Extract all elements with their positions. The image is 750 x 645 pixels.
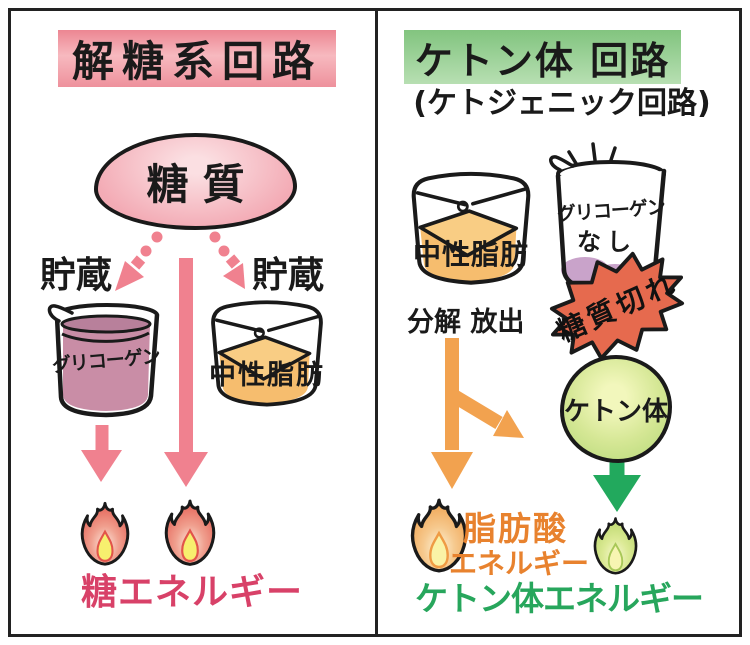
ketone-body-label: ケトン体 (564, 396, 669, 427)
fatty-acid-line2: エネルギー (449, 547, 590, 580)
carbohydrate-label: 糖質 (146, 160, 259, 209)
starburst-icon (549, 251, 685, 361)
glycolysis-title: 解糖系回路 (58, 30, 336, 87)
ketone-subtitle: (ケトジェニック回路) (413, 86, 711, 121)
flame-icon-red-1 (80, 501, 130, 566)
flame-icon-green (593, 517, 638, 575)
ketone-body-circle: ケトン体 (560, 355, 672, 463)
ketone-title: ケトン体 回路 (404, 30, 681, 84)
flame-icon-red-2 (164, 499, 216, 566)
glycolysis-title-text: 解糖系回路 (71, 37, 322, 86)
no-glycogen-line2: なし (577, 228, 637, 256)
fat-tub-icon-right (411, 171, 531, 285)
fat-label-right: 中性脂肪 (412, 238, 529, 271)
flame-icon-orange (410, 498, 468, 573)
store-label-right: 貯蔵 (252, 255, 325, 296)
carb-depleted-starburst: 糖質切れ (530, 231, 704, 382)
fat-label-left: 中性脂肪 (209, 360, 325, 391)
fatty-acid-line1: 脂肪酸 (463, 509, 568, 548)
glycogen-beaker-icon (47, 303, 160, 418)
panel-divider (375, 8, 378, 637)
breakdown-label: 分解 放出 (407, 307, 525, 338)
store-label-left: 貯蔵 (40, 255, 113, 296)
pink-arrows-icon (81, 231, 245, 487)
sugar-energy-label: 糖エネルギー (80, 572, 303, 613)
ketone-energy-label: ケトン体エネルギー (415, 579, 704, 618)
fat-tub-icon (211, 300, 323, 407)
carbohydrate-oval: 糖質 (94, 133, 297, 230)
ketone-title-text: ケトン体 回路 (414, 38, 671, 83)
ketone-panel: ケトン体 回路 (ケトジェニック回路) 中性脂肪 グ (377, 0, 750, 645)
glycolysis-panel: 解糖系回路 糖質 貯蔵 貯蔵 (40, 30, 336, 613)
